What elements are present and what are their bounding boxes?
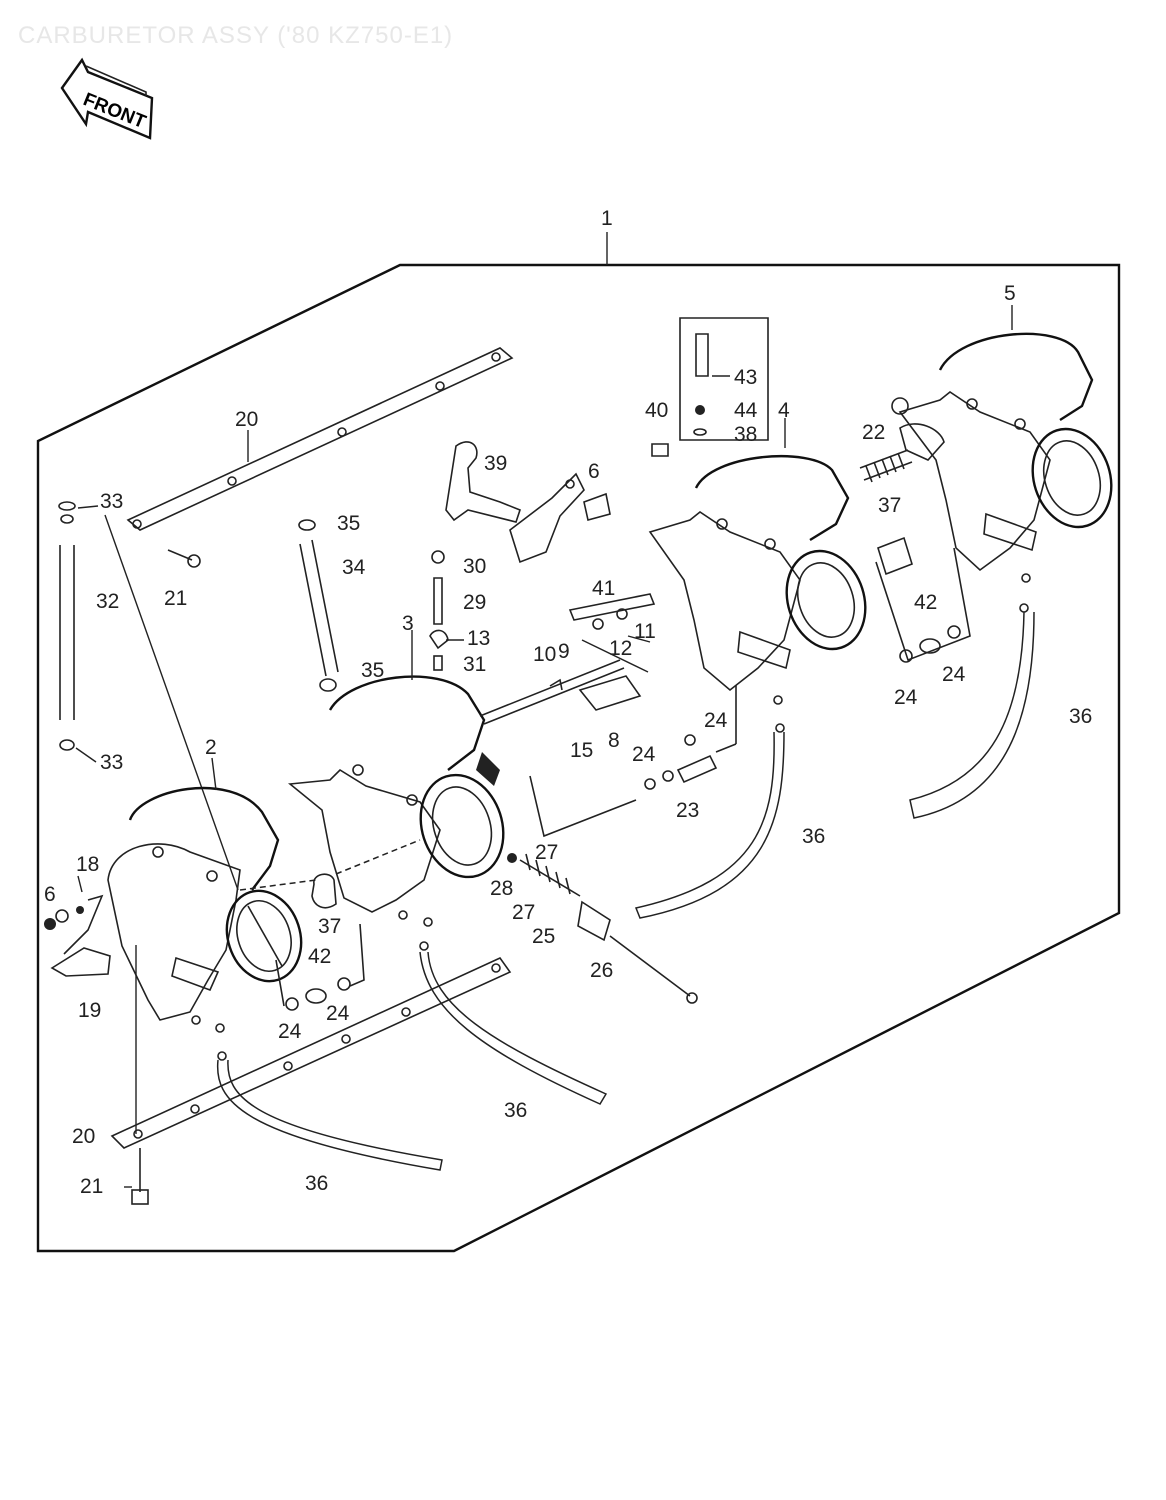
choke-shaft-32 [58,501,99,763]
part-label-42: 42 [308,945,332,968]
part-label-35: 35 [337,512,361,535]
part-label-24: 24 [326,1002,350,1025]
part-label-2: 2 [205,736,217,759]
carburetor-body-5 [898,305,1113,583]
part-label-34: 34 [342,556,366,579]
part-label-24: 24 [704,709,728,732]
part-label-38: 38 [734,423,758,446]
part-label-36: 36 [1069,705,1093,728]
part-label-31: 31 [463,653,487,676]
part-label-13: 13 [467,627,491,650]
bowl-42-lower [275,923,365,1007]
part-label-6: 6 [588,460,600,483]
spring-37-lower [239,839,421,909]
part-label-15: 15 [570,739,594,762]
part-label-19: 19 [78,999,102,1022]
diagram-title: CARBURETOR ASSY ('80 KZ750-E1) [18,22,454,49]
spring-37-upper [859,397,945,483]
top-link-rail [126,347,514,531]
part-label-30: 30 [463,555,487,578]
part-label-18: 18 [76,853,100,876]
part-label-42: 42 [914,591,938,614]
front-badge-text: FRONT [80,89,149,133]
part-label-24: 24 [278,1020,302,1043]
part-label-5: 5 [1004,282,1016,305]
carburetor-body-2 [107,757,303,1033]
screw-21-upper [167,549,201,568]
leader-line [104,514,239,891]
part-label-32: 32 [96,590,120,613]
part-label-12: 12 [609,637,633,660]
bracket-27 [529,775,637,838]
part-label-10: 10 [533,643,557,666]
part-label-33: 33 [100,751,124,774]
screw-21-lower [124,1148,149,1205]
carburetor-body-4 [648,418,867,705]
front-arrow-icon: FRONT [60,57,154,140]
assembly-boundary [36,232,1121,1253]
part-label-9: 9 [558,640,570,663]
part-label-8: 8 [608,729,620,752]
screw-stack [429,550,464,671]
fitting-24-upper [899,625,961,663]
jet-assembly-28 [507,853,698,1004]
part-label-37: 37 [878,494,902,517]
part-label-37: 37 [318,915,342,938]
part-label-24: 24 [632,743,656,766]
part-label-44: 44 [734,399,758,422]
part-label-41: 41 [592,577,616,600]
part-label-24: 24 [942,663,966,686]
part-label-40: 40 [645,399,669,422]
part-label-43: 43 [734,366,758,389]
bracket-39 [445,441,611,564]
vent-hose-36 [216,603,1035,1171]
bottom-link-rail [110,956,512,1149]
part-label-24: 24 [894,686,918,709]
jet-needle-group [679,317,769,441]
part-label-23: 23 [676,799,700,822]
part-label-33: 33 [100,490,124,513]
part-label-29: 29 [463,591,487,614]
carburetor-body-3 [287,630,505,927]
part-label-3: 3 [402,612,414,635]
part-label-35: 35 [361,659,385,682]
part-label-4: 4 [778,399,790,422]
part-label-28: 28 [490,877,514,900]
shaft-34 [298,519,339,692]
part-label-36: 36 [504,1099,528,1122]
part-40 [651,443,669,457]
part-label-27: 27 [512,901,536,924]
part-label-21: 21 [80,1175,104,1198]
part-label-39: 39 [484,452,508,475]
part-label-26: 26 [590,959,614,982]
part-label-36: 36 [802,825,826,848]
part-label-6: 6 [44,883,56,906]
throttle-shaft [479,593,656,725]
part-label-36: 36 [305,1172,329,1195]
part-label-20: 20 [235,408,259,431]
part-label-20: 20 [72,1125,96,1148]
fitting-24-lower [285,977,351,1011]
part-label-1: 1 [601,207,613,230]
fitting-18-6-19 [44,875,111,977]
part-label-11: 11 [634,620,656,643]
part-label-22: 22 [862,421,886,444]
part-label-27: 27 [535,841,559,864]
part-label-25: 25 [532,925,556,948]
part-label-21: 21 [164,587,188,610]
fitting-23 [644,685,737,790]
